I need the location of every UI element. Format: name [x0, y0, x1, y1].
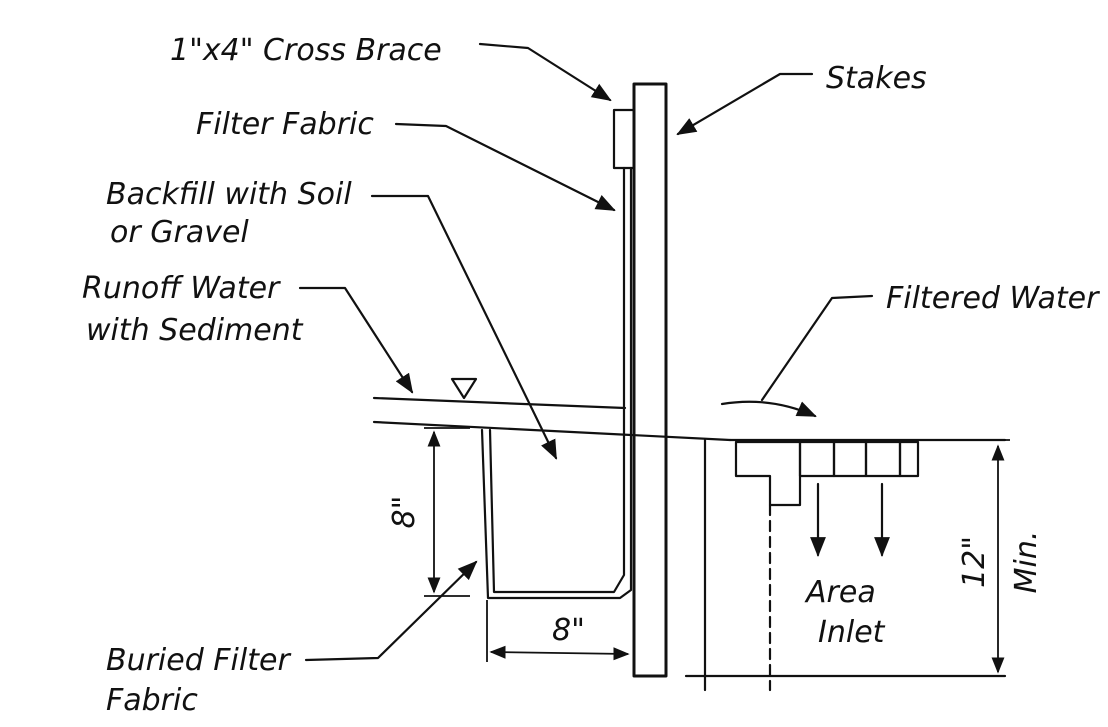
leader-filtered-water [760, 294, 874, 402]
dim-inlet-depth-note: Min. [1009, 531, 1044, 594]
label-backfill-line1: Backfill with Soil [106, 177, 352, 212]
label-buried-line1: Buried Filter [106, 643, 291, 678]
water-level-symbol [450, 377, 478, 400]
filtered-water-flow-arrow [720, 400, 817, 418]
leader-runoff [298, 286, 414, 394]
filter-fabric [488, 166, 626, 594]
ground-line [372, 420, 732, 442]
leader-backfill [370, 194, 558, 460]
label-backfill-line2: or Gravel [110, 215, 249, 250]
grate-block-4 [898, 440, 920, 478]
leader-stakes [676, 72, 814, 136]
label-filtered-water: Filtered Water [886, 281, 1100, 316]
water-surface-line [372, 396, 627, 410]
grate-block-3 [864, 440, 902, 478]
leader-filter-fabric [394, 122, 616, 212]
label-runoff-line2: with Sediment [86, 313, 304, 348]
label-runoff-line1: Runoff Water [82, 271, 281, 306]
stake [632, 82, 668, 678]
label-cross-brace: 1"x4" Cross Brace [170, 33, 442, 68]
width-dim-line [489, 645, 630, 661]
cross-brace [612, 108, 636, 170]
filter-fabric-outer [480, 166, 633, 600]
leader-buried-fabric [304, 560, 478, 662]
label-area-inlet-line2: Inlet [818, 615, 886, 650]
leader-cross-brace [478, 42, 612, 102]
label-area-inlet-line1: Area [804, 575, 876, 610]
label-filter-fabric: Filter Fabric [196, 107, 374, 142]
dim-inlet-depth: 12" [957, 536, 992, 588]
label-stakes: Stakes [826, 61, 927, 96]
grate-block-1 [798, 440, 836, 478]
inlet-frame [734, 440, 802, 507]
dim-trench-width: 8" [552, 613, 585, 648]
label-buried-line2: Fabric [106, 683, 198, 718]
grate-block-2 [832, 440, 868, 478]
dim-trench-depth: 8" [387, 496, 422, 529]
